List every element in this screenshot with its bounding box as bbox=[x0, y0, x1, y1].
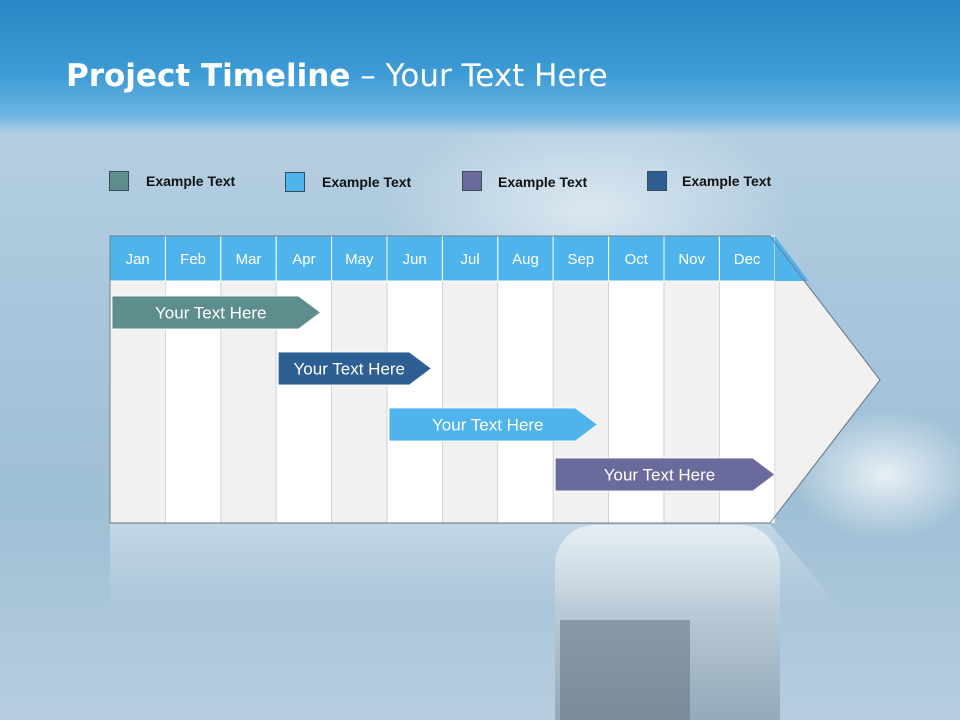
timeline-arrow-outline bbox=[109, 235, 881, 524]
task-label-3: Your Text Here bbox=[432, 416, 544, 435]
month-label-aug: Aug bbox=[512, 251, 539, 268]
month-label-jan: Jan bbox=[126, 251, 150, 268]
month-header-sep bbox=[552, 235, 610, 282]
task-bar-1 bbox=[111, 295, 322, 330]
month-header-nov bbox=[663, 235, 720, 282]
month-header-jun bbox=[386, 235, 443, 282]
month-label-dec: Dec bbox=[734, 251, 761, 268]
legend-swatch-3 bbox=[462, 171, 482, 191]
month-header-mar bbox=[220, 235, 277, 282]
month-label-sep: Sep bbox=[568, 251, 595, 268]
month-header-feb bbox=[164, 235, 222, 282]
month-header-dec bbox=[718, 235, 776, 282]
month-label-oct: Oct bbox=[625, 251, 649, 268]
legend-label-2: Example Text bbox=[322, 174, 412, 190]
month-label-jun: Jun bbox=[403, 251, 427, 268]
arrow-head-header bbox=[774, 236, 809, 281]
slide-title: Project Timeline – Your Text Here bbox=[66, 58, 608, 94]
month-column-jul bbox=[441, 280, 499, 524]
legend-label-4: Example Text bbox=[682, 173, 772, 189]
month-header-jul bbox=[441, 235, 499, 282]
month-column-aug bbox=[497, 280, 554, 524]
task-label-1: Your Text Here bbox=[155, 304, 267, 323]
month-label-feb: Feb bbox=[180, 251, 206, 268]
legend-swatch-2 bbox=[285, 172, 305, 192]
month-label-may: May bbox=[345, 251, 374, 268]
title-bold: Project Timeline bbox=[66, 58, 351, 94]
month-label-mar: Mar bbox=[236, 251, 262, 268]
task-bar-3 bbox=[388, 407, 599, 442]
legend-label-3: Example Text bbox=[498, 174, 588, 190]
month-column-jun bbox=[386, 280, 443, 524]
month-column-may bbox=[331, 280, 388, 524]
task-bar-4 bbox=[554, 457, 776, 492]
month-label-nov: Nov bbox=[678, 251, 705, 268]
task-label-2: Your Text Here bbox=[294, 360, 406, 379]
month-label-jul: Jul bbox=[461, 251, 480, 268]
legend-swatch-4 bbox=[647, 171, 667, 191]
background-figure-shadow bbox=[560, 620, 690, 720]
month-header-jan bbox=[109, 235, 166, 282]
task-bar-2 bbox=[277, 351, 433, 386]
timeline-reflection bbox=[110, 524, 842, 610]
title-rest: – Your Text Here bbox=[350, 58, 608, 94]
task-label-4: Your Text Here bbox=[604, 466, 716, 485]
month-label-apr: Apr bbox=[292, 251, 315, 268]
legend-swatch-1 bbox=[109, 171, 129, 191]
legend-label-1: Example Text bbox=[146, 173, 236, 189]
title-band bbox=[0, 0, 960, 135]
